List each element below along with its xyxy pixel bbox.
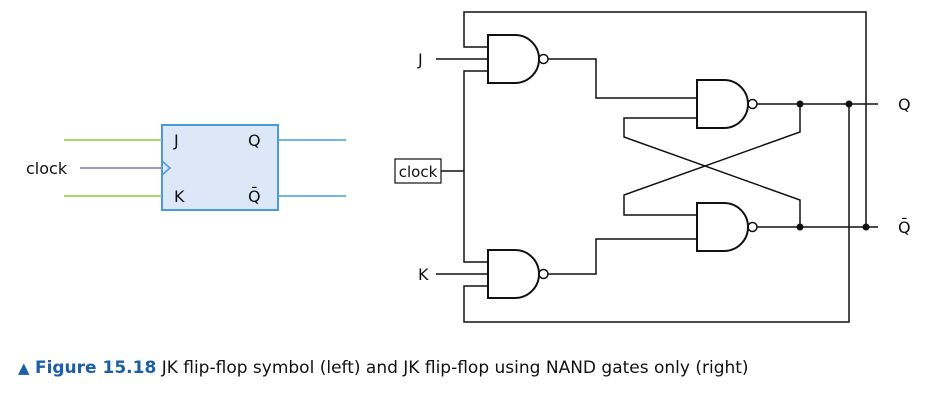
nand-gate-3: [696, 79, 749, 129]
clock-bus-wire: [463, 70, 488, 263]
junction-dot-q-feedback: [845, 100, 853, 108]
circuit-label-q: Q: [898, 95, 911, 114]
jk-symbol: J K Q Q̄ clock: [26, 124, 346, 211]
junction-dot-q-cross: [796, 100, 804, 108]
symbol-label-q: Q: [248, 131, 261, 150]
circuit-label-qbar: Q̄: [898, 218, 911, 237]
symbol-label-k: K: [174, 187, 185, 206]
symbol-label-qbar: Q̄: [248, 187, 261, 206]
junction-dots: [796, 100, 870, 231]
nand-gate-2-bubble: [538, 268, 549, 280]
figure-caption: ▲ Figure 15.18 JK flip-flop symbol (left…: [18, 358, 749, 378]
caption-figure-number: Figure 15.18: [34, 358, 157, 378]
nand-gate-1: [487, 34, 540, 84]
symbol-label-j: J: [173, 131, 179, 150]
circuit-label-k: K: [418, 265, 429, 284]
cross-wire-q-to-gate4: [623, 104, 801, 216]
gate1-to-gate3-wire: [548, 58, 697, 99]
nand-gate-4: [696, 202, 749, 252]
caption-text: JK flip-flop symbol (left) and JK flip-f…: [161, 358, 749, 378]
junction-dot-qbar-cross: [796, 223, 804, 231]
symbol-label-clock: clock: [26, 159, 68, 178]
nand-gate-1-bubble: [538, 53, 549, 65]
cross-wire-qbar-to-gate3: [623, 117, 801, 227]
symbol-clock-edge-marker: [161, 160, 172, 176]
nand-circuit: [436, 11, 878, 323]
nand-gate-3-bubble: [747, 98, 758, 110]
circuit-label-clock: clock: [399, 163, 438, 181]
symbol-box: [161, 124, 279, 211]
caption-marker: ▲: [18, 359, 30, 377]
qbar-feedback-wire: [463, 11, 867, 227]
clock-label-box: [394, 158, 442, 184]
circuit-label-j: J: [417, 50, 423, 69]
q-feedback-wire: [463, 104, 850, 323]
nand-gate-2: [487, 249, 540, 299]
nand-gate-4-bubble: [747, 221, 758, 233]
junction-dot-qbar-feedback: [862, 223, 870, 231]
gate2-to-gate4-wire: [548, 238, 697, 275]
